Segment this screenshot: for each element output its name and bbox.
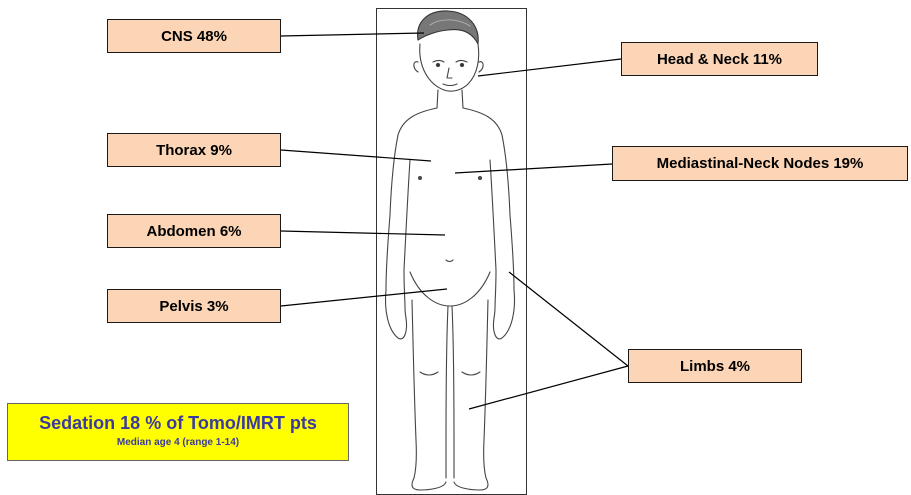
- abdomen-label: Abdomen 6%: [107, 214, 281, 248]
- connector-mediastinal: [455, 164, 612, 173]
- connector-limbs-arm: [509, 272, 628, 366]
- connector-limbs-leg: [469, 366, 628, 409]
- connector-head-neck: [478, 59, 621, 76]
- connector-thorax: [281, 150, 431, 161]
- head-neck-label: Head & Neck 11%: [621, 42, 818, 76]
- mediastinal-neck-nodes-label: Mediastinal-Neck Nodes 19%: [612, 146, 908, 181]
- limbs-label: Limbs 4%: [628, 349, 802, 383]
- pelvis-label: Pelvis 3%: [107, 289, 281, 323]
- connector-cns: [281, 33, 424, 36]
- cns-label: CNS 48%: [107, 19, 281, 53]
- sedation-sub-text: Median age 4 (range 1-14): [8, 437, 348, 448]
- connector-abdomen: [281, 231, 445, 235]
- sedation-main-text: Sedation 18 % of Tomo/IMRT pts: [8, 413, 348, 434]
- connector-pelvis: [281, 289, 447, 306]
- thorax-label: Thorax 9%: [107, 133, 281, 167]
- sedation-callout: Sedation 18 % of Tomo/IMRT pts Median ag…: [7, 403, 349, 461]
